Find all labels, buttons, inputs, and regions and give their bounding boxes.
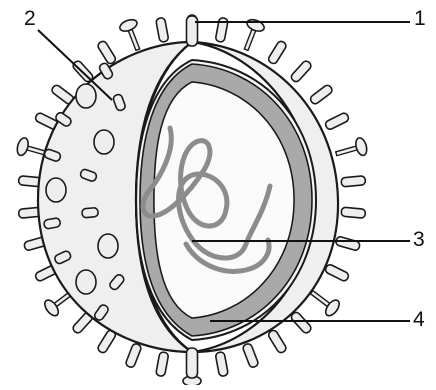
label-1: 1 — [414, 8, 426, 29]
knob-spike-icon — [98, 234, 118, 258]
label-2: 2 — [24, 8, 36, 29]
knob-spike-icon — [118, 18, 146, 53]
spike-icon — [290, 59, 313, 83]
spike-icon — [324, 112, 349, 131]
spike-icon — [82, 208, 99, 218]
spike-icon — [324, 263, 349, 282]
spike-icon — [125, 343, 142, 369]
spike-icon — [215, 351, 228, 376]
spike-icon — [43, 218, 60, 230]
label-4: 4 — [413, 309, 425, 330]
knob-spike-icon — [46, 178, 66, 202]
spike-icon — [267, 329, 287, 354]
label-3: 3 — [413, 229, 425, 250]
spike-icon — [290, 311, 313, 335]
spike-icon — [242, 343, 259, 369]
knob-spike-icon — [76, 270, 96, 294]
knob-spike-icon — [76, 84, 96, 108]
spike-icon — [341, 207, 366, 218]
spike-icon — [156, 351, 169, 376]
knob-spike-icon — [94, 130, 114, 154]
spike-icon — [267, 40, 287, 65]
spike-icon — [341, 176, 366, 187]
spike-icon — [187, 16, 198, 46]
knob-spike-icon — [334, 137, 369, 163]
spike-icon — [156, 17, 169, 42]
spike-icon — [309, 84, 334, 106]
spike-icon — [335, 236, 361, 251]
spike-icon — [97, 40, 117, 65]
spike-icon — [187, 348, 198, 378]
